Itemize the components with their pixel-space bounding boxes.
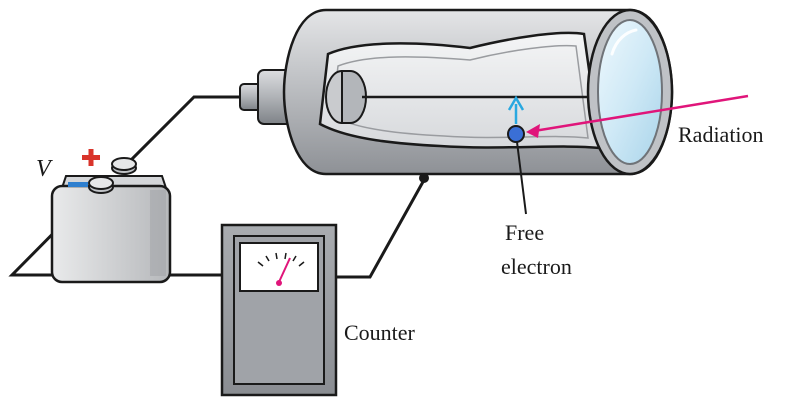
counter-needle (278, 257, 291, 283)
voltage-label: V (36, 156, 51, 182)
wire-tube-to-positive (122, 95, 245, 169)
radiation-arrow (526, 94, 749, 138)
free-electron-label-line1: Free (505, 220, 545, 245)
radiation-label: Radiation (678, 122, 764, 147)
battery-icon (50, 149, 172, 284)
counter-scale-ticks (257, 252, 305, 267)
battery-positive-terminal-top (111, 157, 137, 171)
tube-window (597, 19, 663, 165)
wire-counter-to-tube (336, 179, 426, 279)
plus-sign-vertical (88, 149, 94, 166)
electron-motion-arrowhead (507, 95, 525, 111)
battery-negative-terminal-top (88, 176, 114, 190)
counter-label: Counter (344, 320, 415, 345)
tube-icon (239, 8, 674, 183)
tube-bottom-terminal (419, 173, 429, 183)
counter-meter-icon (220, 223, 338, 397)
free-electron (507, 125, 525, 143)
electron-icon (507, 95, 527, 215)
minus-sign (68, 182, 88, 187)
free-electron-leader (516, 141, 527, 215)
counter-needle-pivot (276, 280, 282, 286)
battery-side-shade (150, 190, 166, 276)
tube-cutaway-inner-edge (331, 44, 589, 139)
free-electron-label-line2: electron (501, 254, 572, 279)
window-glint (610, 28, 638, 56)
